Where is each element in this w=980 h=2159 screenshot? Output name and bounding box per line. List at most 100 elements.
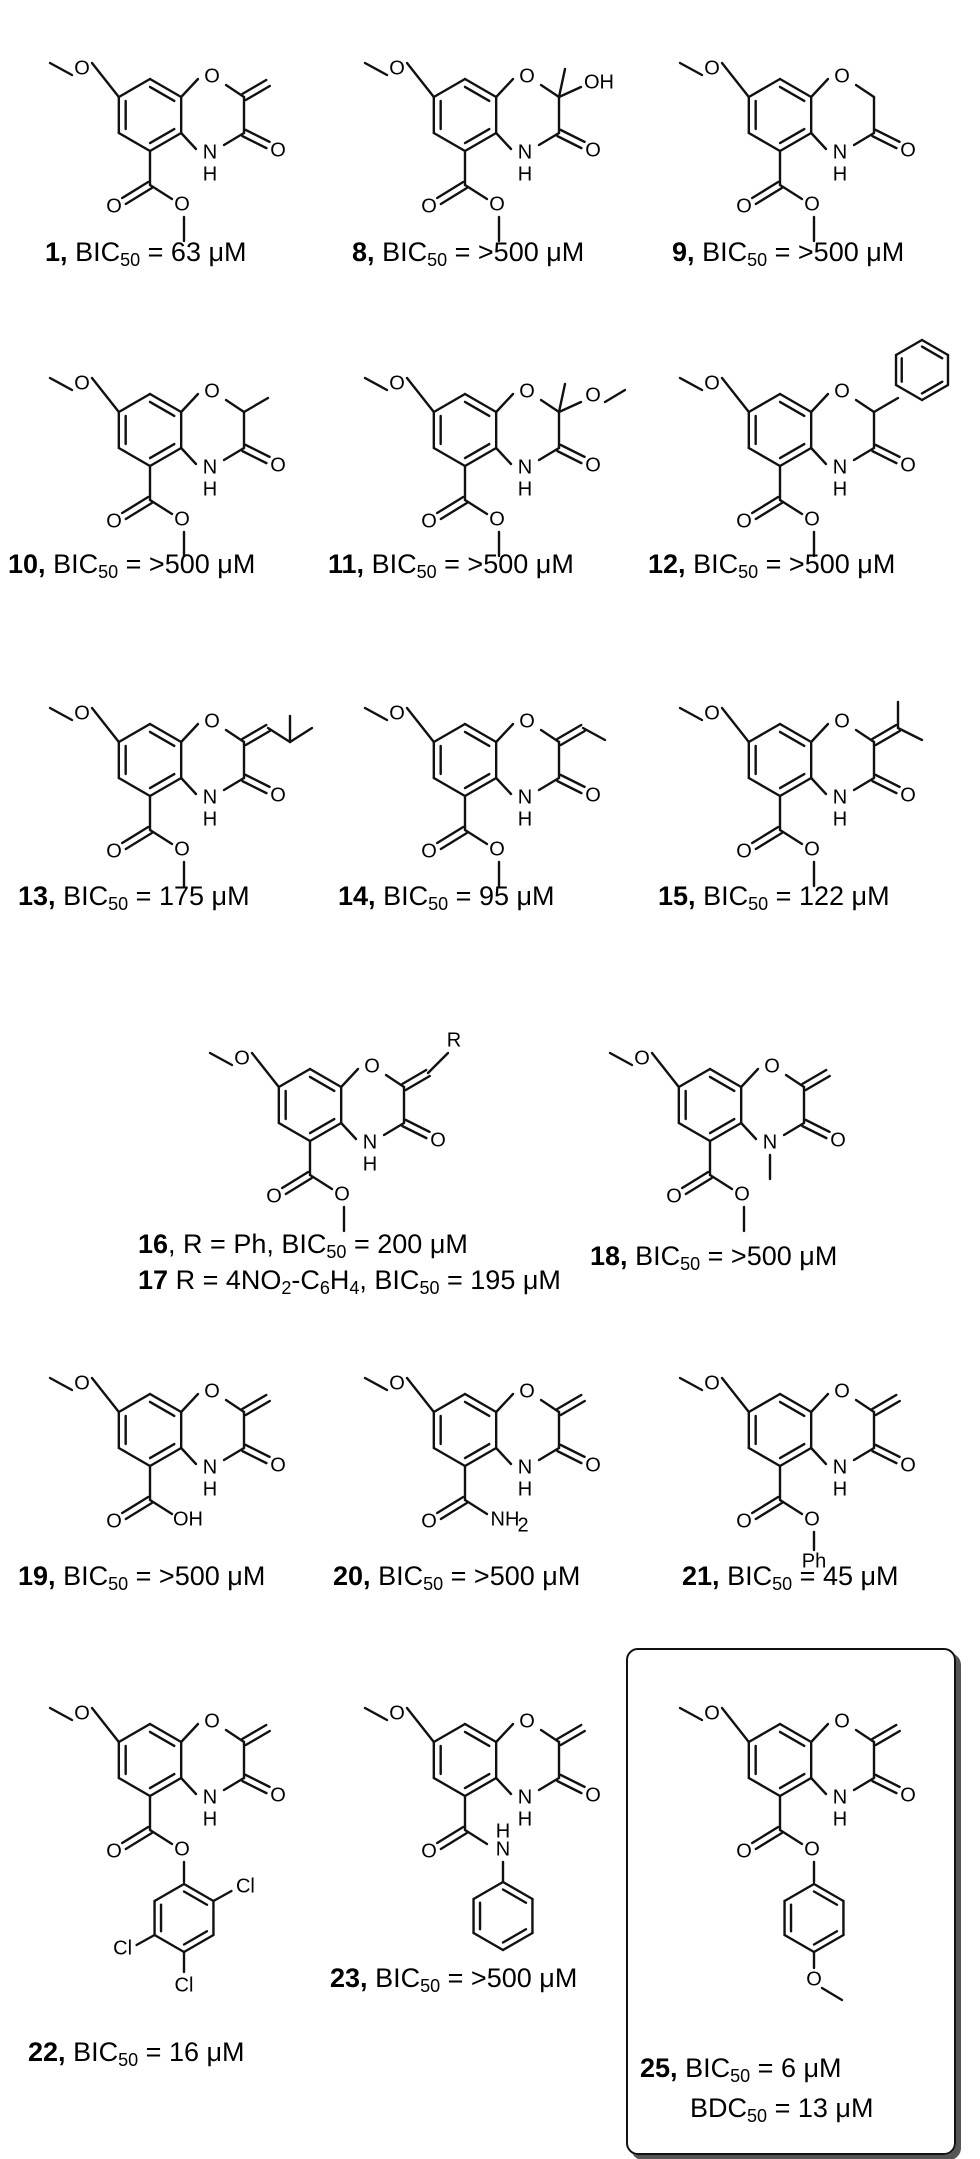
hydroxyl: OH: [173, 1508, 203, 1530]
methoxy-oxygen: O: [74, 1702, 90, 1724]
ester-oxygen: O: [489, 193, 505, 215]
nh-hydrogen: H: [203, 1808, 217, 1830]
highlight-box-compound-25: [626, 1648, 956, 2155]
ester-oxygen: O: [734, 1183, 750, 1205]
carbonyl-oxygen: O: [585, 139, 601, 161]
ring-nitrogen: N: [833, 141, 847, 163]
ring-nitrogen: N: [518, 456, 532, 478]
amide-nitrogen: N: [496, 1838, 510, 1860]
ester-carbonyl-oxygen: O: [106, 840, 122, 862]
caption-compound-16: 16, R = Ph, BIC50 = 200 μM: [138, 1229, 468, 1262]
ester-carbonyl-oxygen: O: [106, 1840, 122, 1862]
caption-compound-19: 19, BIC50 = >500 μM: [18, 1561, 266, 1594]
ring-nitrogen: N: [203, 786, 217, 808]
carbonyl-oxygen: O: [270, 1454, 286, 1476]
ring-nitrogen: N: [833, 1786, 847, 1808]
ring-oxygen: O: [519, 65, 535, 87]
ester-carbonyl-oxygen: O: [421, 1840, 437, 1862]
methoxy-oxygen: O: [74, 1372, 90, 1394]
ester-oxygen: O: [174, 838, 190, 860]
ester-carbonyl-oxygen: O: [421, 510, 437, 532]
nh-hydrogen: H: [518, 478, 532, 500]
methoxy-oxygen: O: [74, 57, 90, 79]
ring-oxygen: O: [204, 1710, 220, 1732]
ring-nitrogen: N: [203, 1456, 217, 1478]
ester-carbonyl-oxygen: O: [266, 1185, 282, 1207]
ring-nitrogen: N: [518, 1456, 532, 1478]
amide-nh2: NH: [491, 1508, 520, 1530]
ring-oxygen: O: [834, 65, 850, 87]
nh-hydrogen: H: [833, 1478, 847, 1500]
caption-compound-1: 1, BIC50 = 63 μM: [45, 237, 247, 270]
ring-nitrogen: N: [833, 786, 847, 808]
caption-compound-8: 8, BIC50 = >500 μM: [352, 237, 585, 270]
methoxy-oxygen: O: [704, 702, 720, 724]
ester-oxygen: O: [804, 1838, 820, 1860]
caption-compound-18: 18, BIC50 = >500 μM: [590, 1241, 838, 1274]
ring-nitrogen: N: [518, 1786, 532, 1808]
ring-oxygen: O: [204, 380, 220, 402]
hydroxyl: OH: [584, 71, 614, 93]
carbonyl-oxygen: O: [430, 1129, 446, 1151]
ring-nitrogen: N: [833, 456, 847, 478]
nh-hydrogen: H: [203, 808, 217, 830]
ester-carbonyl-oxygen: O: [421, 840, 437, 862]
carbonyl-oxygen: O: [900, 1784, 916, 1806]
ring-oxygen: O: [519, 710, 535, 732]
caption-compound-10: 10, BIC50 = >500 μM: [8, 549, 256, 582]
carbonyl-oxygen: O: [900, 1454, 916, 1476]
ester-oxygen: O: [804, 508, 820, 530]
methoxy-oxygen: O: [704, 1372, 720, 1394]
caption-compound-22: 22, BIC50 = 16 μM: [28, 2037, 245, 2070]
caption-compound-21: 21, BIC50 = 45 μM: [682, 1561, 899, 1594]
nh-hydrogen: H: [203, 1478, 217, 1500]
ester-oxygen: O: [174, 508, 190, 530]
carbonyl-oxygen: O: [585, 454, 601, 476]
methoxy-oxygen: O: [389, 57, 405, 79]
carbonyl-oxygen: O: [900, 454, 916, 476]
caption-compound-14: 14, BIC50 = 95 μM: [338, 881, 555, 914]
methoxy-oxygen: O: [74, 702, 90, 724]
methoxy-oxygen: O: [634, 1047, 650, 1069]
nh-hydrogen: H: [518, 1478, 532, 1500]
caption-compound-13: 13, BIC50 = 175 μM: [18, 881, 250, 914]
ring-nitrogen: N: [203, 1786, 217, 1808]
ring-oxygen: O: [519, 1380, 535, 1402]
carbonyl-oxygen: O: [270, 139, 286, 161]
ring-oxygen: O: [834, 380, 850, 402]
ester-oxygen: O: [489, 838, 505, 860]
nh-hydrogen: H: [518, 808, 532, 830]
caption-compound-25: 25, BIC50 = 6 μM: [640, 2053, 842, 2086]
nh-hydrogen: H: [363, 1153, 377, 1175]
carbonyl-oxygen: O: [585, 1454, 601, 1476]
ester-oxygen: O: [174, 193, 190, 215]
methoxy-oxygen: O: [704, 372, 720, 394]
methoxy-oxygen: O: [704, 1702, 720, 1724]
ring-oxygen: O: [834, 710, 850, 732]
nh-hydrogen: H: [833, 163, 847, 185]
ester-carbonyl-oxygen: O: [736, 1510, 752, 1532]
methoxy-oxygen: O: [389, 372, 405, 394]
nh-hydrogen: H: [833, 808, 847, 830]
methoxy-oxygen: O: [704, 57, 720, 79]
ring-oxygen: O: [519, 1710, 535, 1732]
ester-oxygen: O: [804, 838, 820, 860]
caption-compound-23: 23, BIC50 = >500 μM: [330, 1963, 578, 1996]
ester-carbonyl-oxygen: O: [736, 840, 752, 862]
caption-compound-11: 11, BIC50 = >500 μM: [328, 549, 574, 582]
ester-oxygen: O: [174, 1838, 190, 1860]
caption-compound-12: 12, BIC50 = >500 μM: [648, 549, 896, 582]
carbonyl-oxygen: O: [585, 784, 601, 806]
nh-hydrogen: H: [518, 163, 532, 185]
caption-compound-17: 17 R = 4NO2-C6H4, BIC50 = 195 μM: [138, 1265, 561, 1298]
carbonyl-oxygen: O: [270, 1784, 286, 1806]
